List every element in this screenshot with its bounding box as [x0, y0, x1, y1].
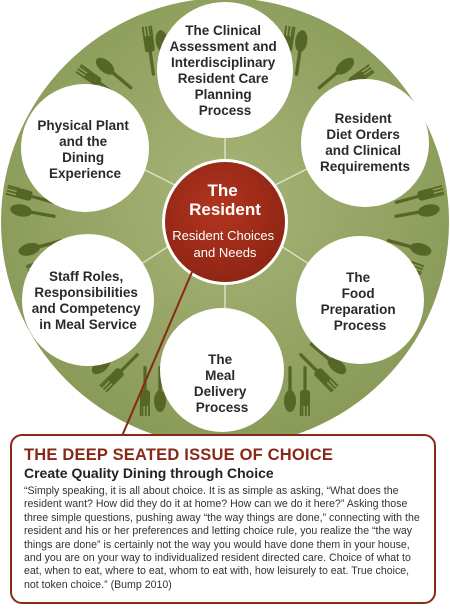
node-physical-plant-line: Experience [49, 166, 122, 181]
node-physical-plant: Physical Plant and the Dining Experience [21, 84, 149, 212]
node-assessment-line: Interdisciplinary [171, 55, 276, 70]
caption-title: THE DEEP SEATED ISSUE OF CHOICE [24, 446, 334, 464]
node-assessment-line: The Clinical [185, 23, 261, 38]
node-meal-delivery-line: The [208, 352, 232, 367]
center-subtitle: Resident Choices [172, 228, 274, 243]
node-assessment-line: Assessment and [169, 39, 276, 54]
svg-text:The Resident: The Resident [189, 181, 261, 219]
svg-text:The Food Preparati: The Food Preparation Process [321, 270, 400, 333]
node-diet-orders: Resident Diet Orders and Clinical Requir… [301, 79, 429, 207]
caption-box: THE DEEP SEATED ISSUE OF CHOICE Create Q… [10, 434, 436, 604]
node-food-prep: The Food Preparation Process [296, 236, 424, 364]
node-meal-delivery: The Meal Delivery Process [160, 308, 284, 432]
node-meal-delivery-line: Process [196, 400, 249, 415]
node-staff-roles-line: Responsibilities [34, 285, 138, 300]
center-resident-node: The Resident Resident Choices and Needs [162, 159, 288, 285]
node-physical-plant-line: and the [59, 134, 107, 149]
node-meal-delivery-line: Delivery [194, 384, 247, 399]
svg-text:Resident Diet Orders: Resident Diet Orders and Clinical Requir… [320, 111, 410, 174]
node-diet-orders-line: Requirements [320, 159, 410, 174]
node-physical-plant-line: Dining [62, 150, 104, 165]
node-staff-roles-line: and Competency [32, 301, 141, 316]
node-assessment: The Clinical Assessment and Interdiscipl… [157, 2, 293, 138]
svg-text:The Meal Delivery: The Meal Delivery Process [194, 352, 250, 415]
caption-subtitle: Create Quality Dining through Choice [24, 465, 274, 481]
svg-text:Resident Choices and Nee: Resident Choices and Needs [172, 228, 278, 260]
node-diet-orders-line: Diet Orders [326, 127, 400, 142]
caption-quote: “Simply speaking, it is all about choice… [24, 485, 420, 591]
node-food-prep-line: Food [342, 286, 375, 301]
center-title: Resident [189, 200, 261, 219]
caption-pointer-line [121, 271, 193, 437]
node-food-prep-line: Preparation [321, 302, 396, 317]
node-staff-roles-line: in Meal Service [39, 317, 137, 332]
node-assessment-line: Process [199, 103, 252, 118]
svg-text:Physical Plant and the: Physical Plant and the Dining Experience [37, 118, 132, 181]
node-food-prep-line: Process [334, 318, 387, 333]
center-title: The [208, 181, 238, 200]
node-meal-delivery-line: Meal [205, 368, 235, 383]
svg-text:Staff Roles, Responsibil: Staff Roles, Responsibilities and Compet… [32, 269, 145, 332]
node-staff-roles: Staff Roles, Responsibilities and Compet… [22, 234, 154, 366]
node-assessment-line: Resident Care [178, 71, 269, 86]
node-food-prep-line: The [346, 270, 370, 285]
node-assessment-line: Planning [195, 87, 252, 102]
node-diet-orders-line: Resident [335, 111, 393, 126]
center-subtitle: and Needs [194, 245, 257, 260]
svg-text:The Clinical Assessment: The Clinical Assessment and Interdiscipl… [169, 23, 280, 118]
node-diet-orders-line: and Clinical [325, 143, 401, 158]
node-staff-roles-line: Staff Roles, [49, 269, 123, 284]
node-physical-plant-line: Physical Plant [37, 118, 129, 133]
